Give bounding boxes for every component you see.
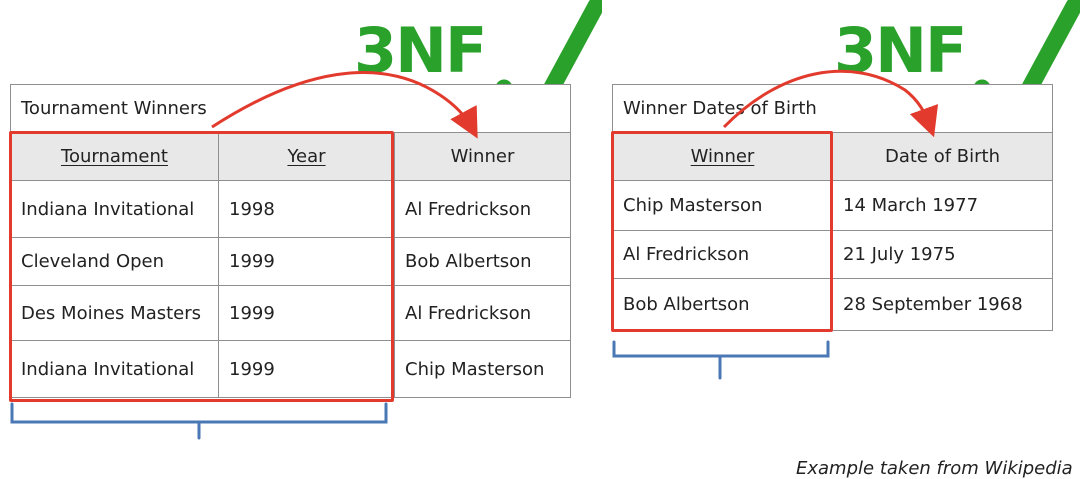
key-brace-right bbox=[612, 340, 830, 380]
column-header-year: Year bbox=[218, 132, 395, 181]
table-row: Indiana Invitational 1999 Chip Masterson bbox=[10, 340, 572, 398]
table-cell: Des Moines Masters bbox=[10, 285, 219, 341]
footnote: Example taken from Wikipedia bbox=[796, 458, 1073, 479]
table-cell: 28 September 1968 bbox=[831, 278, 1054, 331]
table-cell: 21 July 1975 bbox=[831, 230, 1054, 279]
key-brace-left bbox=[10, 402, 388, 440]
column-header-winner: Winner bbox=[612, 132, 833, 181]
table-cell: Al Fredrickson bbox=[393, 180, 572, 238]
table-caption: Tournament Winners bbox=[9, 84, 572, 133]
table-cell: 1999 bbox=[218, 237, 395, 286]
table-cell: Indiana Invitational bbox=[10, 340, 219, 398]
table-row: Cleveland Open 1999 Bob Albertson bbox=[10, 237, 572, 286]
table-row: Al Fredrickson 21 July 1975 bbox=[612, 230, 1054, 279]
tournament-winners-table: Tournament Winners Tournament Year Winne… bbox=[9, 84, 572, 398]
table-row: Chip Masterson 14 March 1977 bbox=[612, 180, 1054, 231]
table-row: Des Moines Masters 1999 Al Fredrickson bbox=[10, 285, 572, 341]
winner-dates-of-birth-table: Winner Dates of Birth Winner Date of Bir… bbox=[611, 84, 1054, 331]
dependency-arrow-right bbox=[722, 69, 939, 138]
table-cell: Al Fredrickson bbox=[393, 285, 572, 341]
3nf-badge-left: 3NF bbox=[354, 20, 487, 82]
table-caption: Winner Dates of Birth bbox=[611, 84, 1054, 133]
table-cell: 1999 bbox=[218, 340, 395, 398]
table-cell: Bob Albertson bbox=[612, 278, 833, 331]
column-header-tournament: Tournament bbox=[10, 132, 219, 181]
table-cell: 1999 bbox=[218, 285, 395, 341]
dependency-arrow-left bbox=[211, 71, 478, 139]
table-cell: Al Fredrickson bbox=[612, 230, 833, 279]
table-cell: Cleveland Open bbox=[10, 237, 219, 286]
table-row: Bob Albertson 28 September 1968 bbox=[612, 278, 1054, 331]
table-cell: Bob Albertson bbox=[393, 237, 572, 286]
3nf-label-left: 3NF bbox=[354, 14, 487, 87]
primary-key-highlight-left bbox=[9, 131, 394, 402]
table-cell: Chip Masterson bbox=[393, 340, 572, 398]
primary-key-highlight-right bbox=[611, 131, 833, 332]
table-cell: 14 March 1977 bbox=[831, 180, 1054, 231]
